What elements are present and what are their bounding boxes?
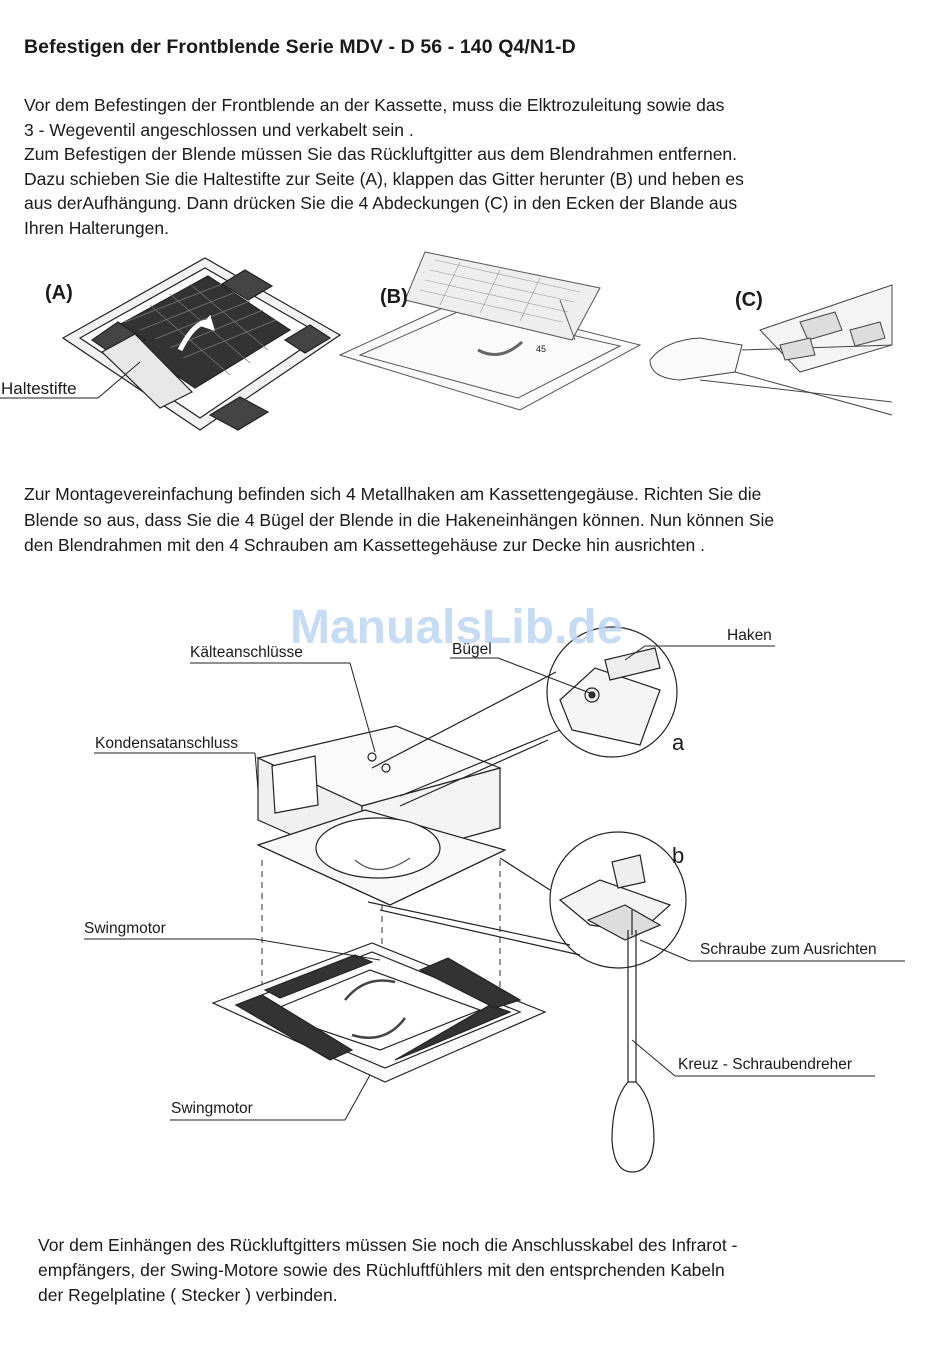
- label-swingmotor-bottom: Swingmotor: [171, 1100, 253, 1117]
- detail-label-a: a: [672, 730, 685, 755]
- text-line: der Regelplatine ( Stecker ) verbinden.: [38, 1285, 338, 1305]
- text-line: Dazu schieben Sie die Haltestifte zur Se…: [24, 168, 744, 189]
- alignment-guides: [261, 860, 501, 1005]
- page-title: Befestigen der Frontblende Serie MDV - D…: [24, 36, 576, 58]
- label-kaelteanschluesse: Kälteanschlüsse: [190, 644, 303, 661]
- text-line: Zur Montagevereinfachung befinden sich 4…: [24, 484, 762, 504]
- text-line: Vor dem Einhängen des Rückluftgitters mü…: [38, 1235, 738, 1255]
- detail-label-b: b: [672, 843, 685, 868]
- text-line: Vor dem Befestingen der Frontblende an d…: [24, 95, 725, 115]
- figure-label-b: (B): [380, 286, 408, 308]
- watermark: ManualsLib.de: [290, 601, 624, 654]
- cassette-unit-drawing: [256, 725, 507, 906]
- figure-label-c: (C): [735, 289, 763, 311]
- text-line: den Blendrahmen mit den 4 Schrauben am K…: [24, 535, 705, 555]
- text-line: Zum Befestigen der Blende müssen Sie das…: [24, 144, 738, 164]
- label-swingmotor-top: Swingmotor: [84, 920, 166, 937]
- text-line: aus derAufhängung. Dann drücken Sie die …: [24, 193, 738, 213]
- figure-c-drawing: [649, 284, 893, 416]
- front-panel-drawing: [211, 942, 547, 1083]
- detail-a-drawing: [371, 626, 678, 807]
- figure-label-a: (A): [45, 282, 73, 304]
- detail-b-drawing: [367, 831, 687, 969]
- text-line: 3 - Wegeventil angeschlossen und verkabe…: [24, 119, 414, 140]
- text-line: Blende so aus, dass Sie die 4 Bügel der …: [24, 509, 775, 530]
- label-schraube: Schraube zum Ausrichten: [700, 941, 877, 958]
- label-kondensatanschluss: Kondensatanschluss: [95, 735, 239, 752]
- leader-lines: [84, 645, 905, 1121]
- screwdriver-drawing: [611, 930, 655, 1173]
- text-line: empfängers, der Swing-Motore sowie des R…: [38, 1260, 725, 1280]
- text-line: Ihren Halterungen.: [24, 217, 169, 238]
- intro-paragraph: Vor dem Befestingen der Frontblende an d…: [24, 93, 924, 240]
- label-haltestifte: Haltestifte: [1, 379, 77, 398]
- label-haken: Haken: [727, 627, 772, 644]
- mounting-paragraph: Zur Montagevereinfachung befinden sich 4…: [24, 482, 924, 559]
- label-schraubendreher: Kreuz - Schraubendreher: [678, 1056, 853, 1073]
- label-buegel: Bügel: [452, 641, 492, 658]
- closing-paragraph: Vor dem Einhängen des Rückluftgitters mü…: [38, 1233, 918, 1308]
- figure-a-drawing: [0, 257, 342, 431]
- label-angle: 45: [536, 344, 547, 354]
- figure-b-drawing: [338, 251, 642, 411]
